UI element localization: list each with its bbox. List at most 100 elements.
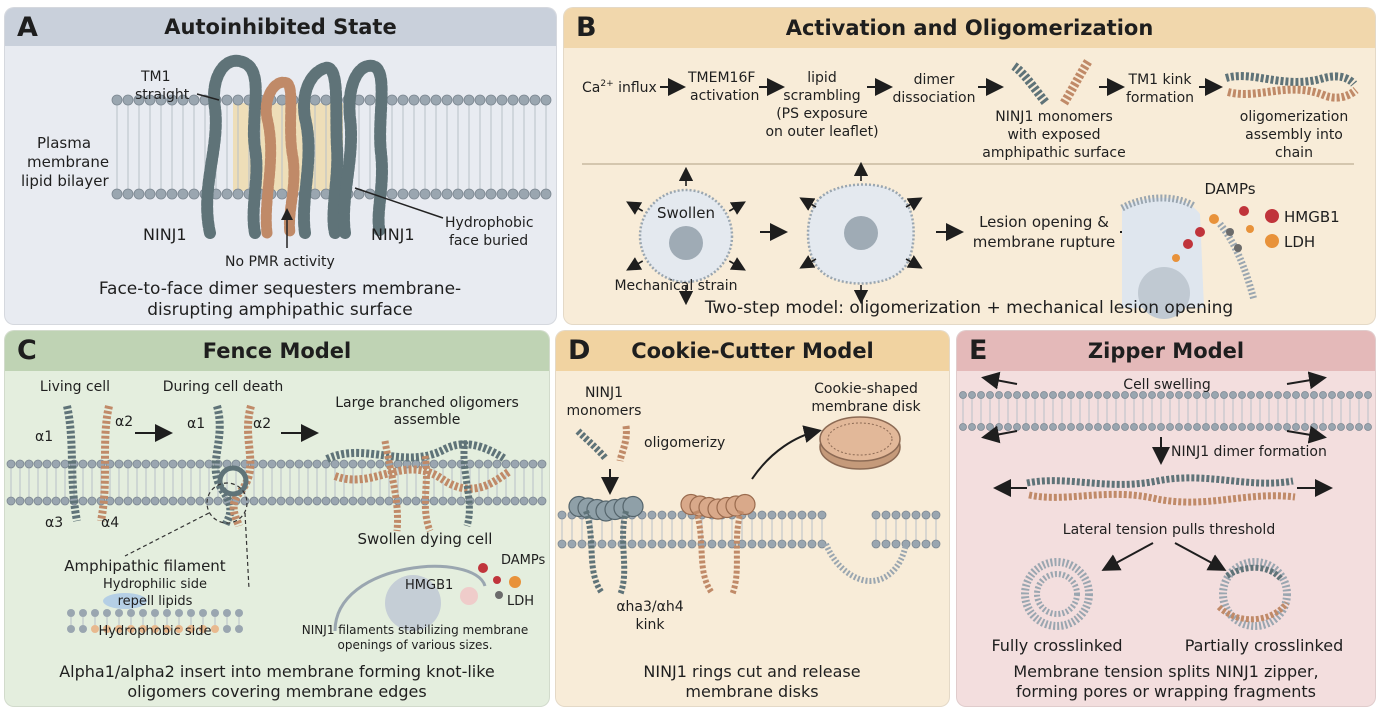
lipid-head [419, 94, 431, 106]
ninj1-right-helix-inner [297, 61, 344, 239]
cookie-disk-top [819, 416, 901, 462]
lipid-head [463, 188, 475, 200]
panel-a-caption-line2: disrupting amphipathic surface [147, 300, 413, 320]
ring-helix-grey [583, 510, 629, 597]
lipid-head [1319, 391, 1327, 399]
lipid-head [419, 188, 431, 200]
ninj1-right-label: NINJ1 [371, 225, 415, 244]
lipid-head [657, 510, 667, 520]
lipid-head [577, 539, 587, 549]
ruptured-membrane-left [1120, 194, 1196, 212]
partial-ring-helix-grey [1225, 564, 1284, 582]
lipid-head [166, 188, 178, 200]
lipid-head [1292, 423, 1300, 431]
dimer-dissociation-line1: dimer [914, 72, 955, 88]
oligomerization-line3: chain [1275, 145, 1313, 161]
lipid-head [42, 459, 52, 469]
swell-arrow-tl [981, 371, 1018, 390]
lipid-head [921, 510, 931, 520]
strain-arrow [728, 201, 746, 215]
ring-subunit [622, 495, 644, 518]
hydrophobic-label-line1: Hydrophobic [445, 215, 534, 231]
lipid-head [204, 459, 214, 469]
hydrophobic-side-label: Hydrophobic side [99, 624, 212, 639]
lipid-head [677, 510, 687, 520]
lipid-head [60, 459, 70, 469]
lipid-head [155, 188, 167, 200]
lipid-head [1022, 423, 1030, 431]
lipid-head [159, 496, 169, 506]
lipid-head [67, 609, 75, 617]
lipid-head [1031, 423, 1039, 431]
lipid-head [717, 539, 727, 549]
panel-a-header: Autoinhibited State [5, 8, 556, 46]
lipid-head [921, 539, 931, 549]
lipid-head [452, 94, 464, 106]
ruptured-nucleus [1138, 267, 1190, 319]
oligomerization-line1: oligomerization [1240, 109, 1348, 125]
ninj1-ring-grey [568, 495, 644, 522]
death-helix-tan [229, 404, 255, 528]
lipid-head [309, 94, 321, 106]
damps-label-c: DAMPs [501, 553, 546, 568]
lipid-head [485, 94, 497, 106]
lipid-head [60, 496, 70, 506]
lipid-head [397, 94, 409, 106]
lipid-head [1067, 391, 1075, 399]
lipid-head [607, 539, 617, 549]
alpha2-death-label: α2 [253, 416, 271, 432]
lipid-head [127, 609, 135, 617]
lipid-head [211, 609, 219, 617]
lipid-head [141, 496, 151, 506]
lipid-head [87, 459, 97, 469]
zoom-circle [206, 482, 248, 524]
damp-particle [1209, 214, 1219, 224]
cell-swelling-label: Cell swelling [1123, 377, 1210, 393]
strain-arrow [626, 201, 644, 215]
lipid-head [485, 188, 497, 200]
lipid-head [441, 188, 453, 200]
lipid-head [139, 609, 147, 617]
zoom-lipids [67, 609, 243, 633]
strain-arrow [728, 257, 746, 271]
lipid-head [240, 496, 250, 506]
lipid-head [1346, 391, 1354, 399]
zipper-helix-grey [1026, 474, 1294, 488]
lipid-head [144, 94, 156, 106]
lipid-head [510, 496, 520, 506]
panel-e-title: Zipper Model [1087, 339, 1245, 363]
lipid-head [447, 496, 457, 506]
damp-orange [509, 576, 521, 588]
lipid-head [1148, 423, 1156, 431]
lipid-head [127, 625, 135, 633]
strain-arrows-cell1 [626, 166, 746, 306]
panel-a-diagram: TM1 straight Plasma membrane lipid bilay… [21, 54, 552, 320]
alpha3-label: α3 [45, 515, 63, 531]
lipid-head [518, 94, 530, 106]
lipid-head [447, 459, 457, 469]
lipid-head [1049, 423, 1057, 431]
lipid-head [276, 459, 286, 469]
tmem16f-line2: activation [690, 88, 759, 104]
lipid-head [357, 496, 367, 506]
panel-d-diagram: NINJ1 monomers oligomerizy Cookie-shaped… [557, 381, 941, 701]
lipid-head [463, 94, 475, 106]
released-damps [1172, 206, 1254, 262]
lipid-scrambling-line1: lipid [807, 70, 836, 86]
lesion-line1: Lesion opening & [979, 213, 1109, 231]
d-kink-line2: kink [636, 617, 666, 633]
death-helix-grey [211, 404, 235, 528]
panel-a: Autoinhibited State A TM1 straight Plasm… [4, 7, 557, 325]
lipid-head [78, 496, 88, 506]
lipid-head [402, 496, 412, 506]
swollen-cell-nucleus [669, 226, 703, 260]
chain-helix-grey [1224, 72, 1358, 87]
lipid-head [777, 510, 787, 520]
lipid-head [366, 496, 376, 506]
panel-b-title: Activation and Oligomerization [785, 16, 1154, 40]
lipid-head [1148, 391, 1156, 399]
lipid-head [995, 391, 1003, 399]
lipid-head [320, 94, 332, 106]
lipid-head [144, 188, 156, 200]
d-monomer-tan [616, 425, 630, 462]
